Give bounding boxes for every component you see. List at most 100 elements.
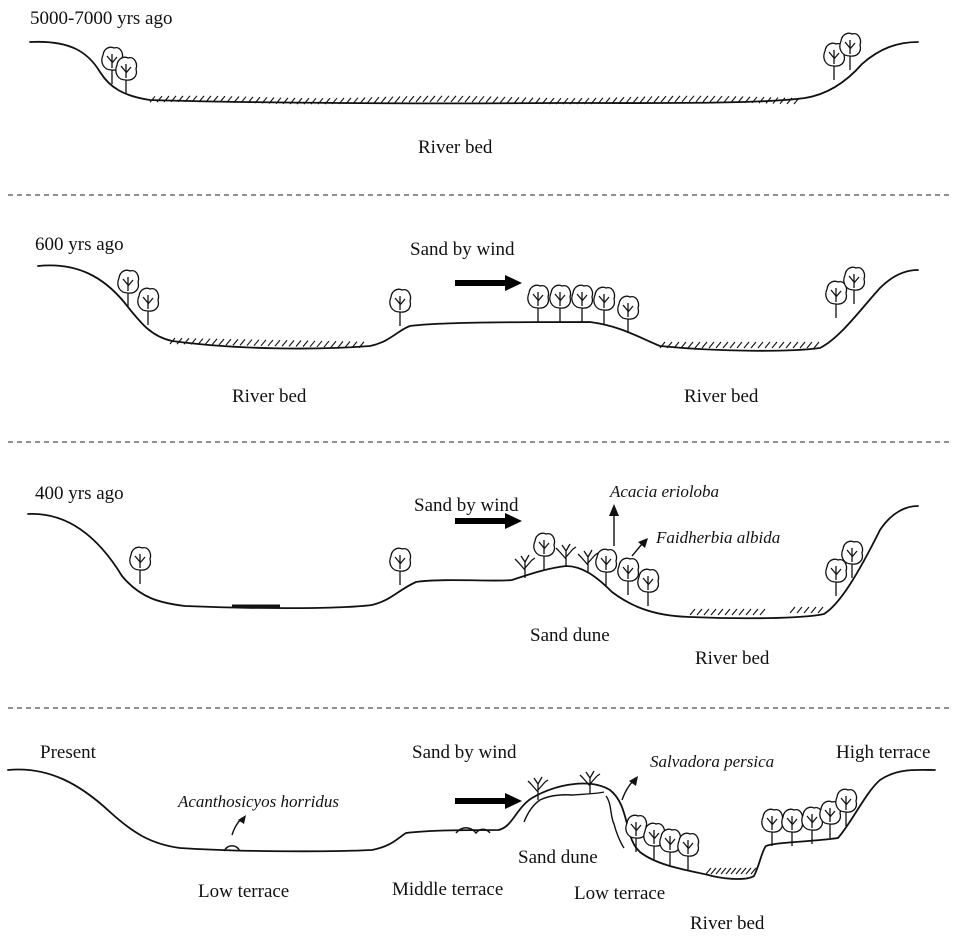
hatch-mark: [409, 96, 414, 102]
hatch-mark: [717, 96, 722, 102]
hatch-mark: [741, 868, 746, 874]
panel-400-yrs: 400 yrs ago Sand by wind Acacia erioloba…: [28, 482, 918, 669]
wind-label: Sand by wind: [410, 239, 515, 260]
hatch-mark: [804, 607, 809, 613]
tree-icon: [528, 285, 549, 322]
tree-icon: [572, 285, 593, 322]
hatch-mark: [811, 607, 816, 613]
hatch-mark: [219, 339, 224, 345]
hatch-mark: [710, 96, 715, 102]
hatch-mark: [814, 342, 819, 348]
profile-line: [30, 42, 918, 104]
tree-icon: [840, 33, 861, 70]
hatch-mark: [247, 340, 252, 346]
wind-arrow-head: [505, 275, 522, 291]
hatch-mark: [753, 609, 758, 615]
tree-icon: [618, 296, 639, 333]
hatch-mark: [296, 341, 301, 347]
time-label: 5000-7000 yrs ago: [30, 8, 172, 29]
hatch-mark: [275, 340, 280, 346]
hatch-mark: [310, 341, 315, 347]
hatch-mark: [718, 609, 723, 615]
hatch-mark: [739, 609, 744, 615]
hatch-mark: [731, 868, 736, 874]
hatch-mark: [381, 97, 386, 103]
tree-icon: [826, 281, 847, 318]
hatch-mark: [338, 341, 343, 347]
river-bed-label: River bed: [418, 137, 493, 158]
tree-icon: [594, 287, 615, 324]
hatch-mark: [696, 96, 701, 102]
time-label: 400 yrs ago: [35, 483, 124, 504]
hatch-mark: [268, 340, 273, 346]
bare-tree-icon: [556, 544, 576, 567]
hatch-mark: [703, 96, 708, 102]
wind-label: Sand by wind: [414, 495, 519, 516]
hatch-mark: [507, 97, 512, 103]
tree-icon: [138, 288, 159, 325]
hatch-mark: [430, 96, 435, 102]
hatch-mark: [212, 339, 217, 345]
hatch-mark: [732, 609, 737, 615]
river-bed-label: River bed: [695, 648, 770, 669]
hatch-mark: [668, 96, 673, 102]
hatch-mark: [711, 609, 716, 615]
species-label-salvadora: Salvadora persica: [650, 752, 774, 771]
hatch-mark: [367, 97, 372, 103]
hatch-mark: [479, 96, 484, 102]
hatch-mark: [681, 342, 686, 348]
panel-5000-7000-yrs: 5000-7000 yrs ago River bed: [30, 8, 918, 158]
pointer-arrow-head: [238, 815, 246, 824]
hatch-mark: [402, 96, 407, 102]
river-bed-label: River bed: [232, 386, 307, 407]
hatch-mark: [807, 342, 812, 348]
tree-icon: [550, 285, 571, 322]
hatch-mark: [758, 342, 763, 348]
high-terrace-label: High terrace: [836, 742, 930, 763]
hatch-mark: [800, 342, 805, 348]
hatch-mark: [724, 96, 729, 102]
hatch-mark: [721, 868, 726, 874]
hatch-mark: [797, 607, 802, 613]
river-bed-label: River bed: [690, 913, 765, 934]
hatch-mark: [254, 340, 259, 346]
hatch-mark: [759, 97, 764, 103]
bare-tree-icon: [528, 777, 548, 800]
low-terrace-label: Low terrace: [574, 883, 665, 904]
hatch-mark: [716, 868, 721, 874]
hatch-mark: [682, 96, 687, 102]
hatch-mark: [282, 340, 287, 346]
hatch-mark: [786, 342, 791, 348]
hatch-mark: [818, 607, 823, 613]
hatch-mark: [760, 609, 765, 615]
hatch-mark: [675, 96, 680, 102]
profile-line: [38, 265, 918, 350]
hatch-mark: [451, 96, 456, 102]
river-bed-label: River bed: [684, 386, 759, 407]
hatch-mark: [472, 96, 477, 102]
hatch-mark: [437, 96, 442, 102]
hatch-mark: [444, 96, 449, 102]
species-label-acanthosicyos: Acanthosicyos horridus: [177, 792, 339, 811]
pointer-arrow-head: [609, 504, 619, 516]
tree-icon: [116, 57, 137, 94]
panel-600-yrs: 600 yrs ago Sand by wind River bed River…: [35, 234, 918, 407]
hatch-mark: [647, 96, 652, 102]
hatch-mark: [289, 340, 294, 346]
tree-icon: [782, 809, 803, 846]
tree-icon: [130, 547, 151, 584]
hatch-mark: [746, 868, 751, 874]
hatch-mark: [736, 868, 741, 874]
bare-tree-icon: [580, 771, 600, 794]
hatch-mark: [689, 96, 694, 102]
tree-icon: [118, 270, 139, 307]
wind-label: Sand by wind: [412, 742, 517, 763]
tree-icon: [534, 533, 555, 570]
tree-icon: [762, 809, 783, 846]
hatch-mark: [695, 342, 700, 348]
hatch-mark: [493, 97, 498, 103]
hatch-mark: [416, 96, 421, 102]
hatch-mark: [772, 342, 777, 348]
sand-dune-label: Sand dune: [530, 625, 610, 646]
